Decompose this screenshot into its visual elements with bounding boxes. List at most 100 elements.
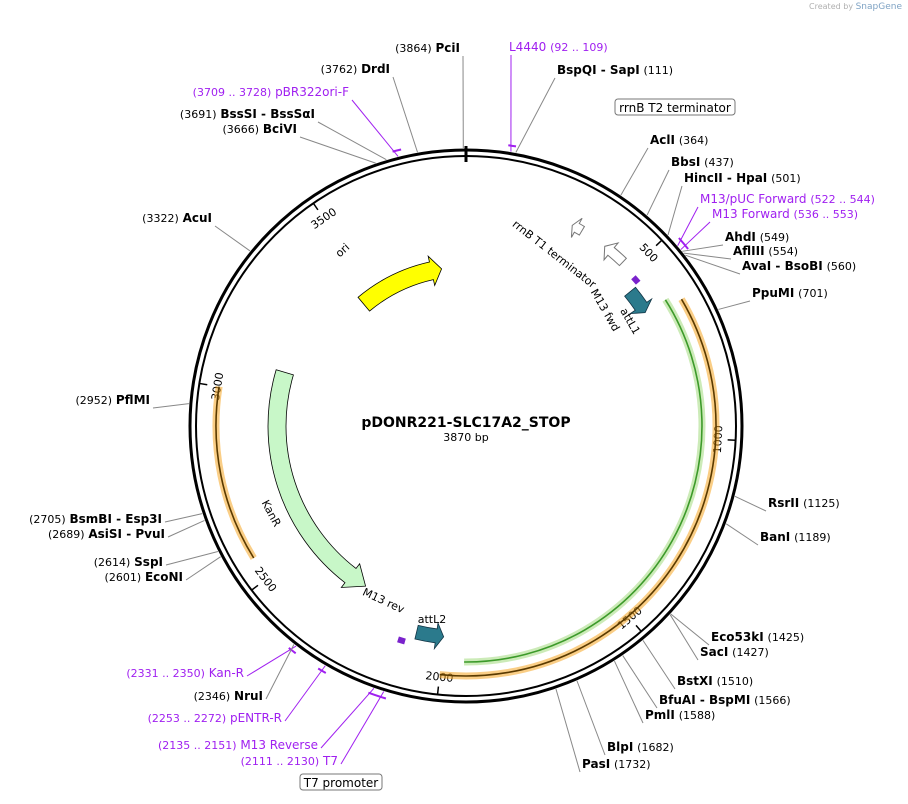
site-position: (2135 .. 2151) — [158, 739, 237, 752]
site-name: PmlI — [645, 708, 675, 722]
site-label: L4440 (92 .. 109) — [509, 40, 608, 54]
site-label: PmlI (1588) — [645, 708, 715, 722]
site-name: BbsI — [671, 155, 700, 169]
site-name: AvaI - BsoBI — [742, 259, 823, 273]
site-name: BfuAI - BspMI — [659, 693, 750, 707]
site-name: AclI — [650, 133, 675, 147]
label-leader-line — [246, 645, 297, 677]
primer-binding-mark — [508, 144, 517, 148]
site-label: (2614) SspI — [94, 555, 163, 569]
plasmid-backbone — [188, 146, 744, 704]
label-leader-line — [677, 206, 699, 246]
snapgene-brand: Created by SnapGene — [809, 2, 902, 12]
feature-label: KanR — [259, 498, 284, 529]
label-leader-line — [164, 513, 203, 523]
tick-label: 3500 — [309, 205, 339, 232]
rrnb-t1-terminator-shape — [603, 242, 628, 267]
site-position: (1588) — [679, 709, 716, 722]
label-leader-line — [622, 655, 658, 709]
site-name: BssSI - BssSαI — [220, 107, 315, 121]
label-leader-line — [680, 221, 711, 250]
site-position: (2705) — [29, 513, 66, 526]
site-name: BstXI — [677, 674, 713, 688]
label-leader-line — [685, 254, 741, 275]
site-position: (501) — [771, 172, 801, 185]
site-label: (2253 .. 2272) pENTR-R — [148, 711, 282, 725]
site-label: (2331 .. 2350) Kan-R — [126, 666, 244, 680]
site-position: (2614) — [94, 556, 131, 569]
site-label: SacI (1427) — [700, 645, 769, 659]
site-position: (3864) — [395, 42, 432, 55]
site-label: (3864) PciI — [395, 41, 460, 55]
feature-label: rrnB T1 terminator — [510, 218, 599, 292]
site-label: BlpI (1682) — [607, 740, 674, 754]
site-name: PasI — [582, 757, 610, 771]
site-label: AclI (364) — [650, 133, 708, 147]
orf-line-outer — [439, 298, 717, 677]
label-leader-line — [351, 99, 399, 157]
site-label: BstXI (1510) — [677, 674, 753, 688]
site-labels: (3864) PciI (3762) DrdI (3709 .. 3728) pBR… — [29, 40, 875, 771]
orf-highlight-left — [212, 386, 257, 560]
site-label: AvaI - BsoBI (560) — [742, 259, 856, 273]
site-label: BbsI (437) — [671, 155, 734, 169]
site-position: (3762) — [321, 63, 358, 76]
site-position: (3322) — [142, 212, 179, 225]
label-leader-line — [165, 551, 219, 566]
label-leader-line — [576, 680, 606, 756]
feature-label: attL2 — [418, 613, 447, 626]
site-position: (2601) — [105, 571, 142, 584]
site-name: T7 — [322, 754, 338, 768]
site-label: Eco53kI (1425) — [711, 630, 804, 644]
site-name: AhdI — [725, 230, 756, 244]
label-leaders — [152, 54, 767, 773]
site-name: M13 Forward — [712, 207, 790, 221]
site-label: (3709 .. 3728) pBR322ori-F — [193, 85, 349, 99]
site-position: (2253 .. 2272) — [148, 712, 227, 725]
kanr-feature-arc — [267, 369, 367, 588]
site-position: (549) — [760, 231, 790, 244]
label-leader-line — [642, 640, 676, 690]
site-position: (2111 .. 2130) — [241, 755, 320, 768]
site-name: SacI — [700, 645, 728, 659]
site-position: (1732) — [614, 758, 651, 771]
ori-feature-arc — [357, 254, 443, 312]
site-label: (2952) PflMI — [75, 393, 150, 407]
site-label: (3691) BssSI - BssSαI — [180, 107, 315, 121]
m13-rev-site — [397, 636, 406, 645]
label-leader-line — [670, 613, 710, 646]
site-name: BanI — [760, 530, 790, 544]
site-name: M13/pUC Forward — [700, 192, 807, 206]
label-leader-line — [734, 495, 767, 512]
label-leader-line — [320, 687, 375, 749]
site-name: PciI — [436, 41, 461, 55]
tick-mark — [312, 202, 319, 211]
site-name: NruI — [234, 689, 263, 703]
site-name: HincII - HpaI — [684, 171, 767, 185]
tick-mark — [436, 686, 440, 695]
site-name: Eco53kI — [711, 630, 764, 644]
label-leader-line — [317, 121, 387, 161]
site-position: (3709 .. 3728) — [193, 86, 272, 99]
orf-line-inner — [464, 299, 703, 663]
t7-promoter-label: T7 promoter — [299, 773, 383, 791]
site-position: (364) — [679, 134, 709, 147]
site-label: BspQI - SapI (111) — [557, 63, 673, 77]
site-label: (2346) NruI — [194, 689, 263, 703]
label-leader-line — [299, 136, 376, 164]
label-leader-line — [620, 147, 649, 196]
plasmid-length: 3870 bp — [443, 431, 488, 444]
site-name: DrdI — [361, 62, 390, 76]
site-position: (701) — [798, 287, 828, 300]
site-label: (3762) DrdI — [321, 62, 390, 76]
primer-binding-mark — [288, 647, 297, 655]
rrnb-t2-label: rrnB T2 terminator — [614, 98, 736, 116]
site-label: PasI (1732) — [582, 757, 651, 771]
feature-label: ori — [333, 241, 352, 260]
label-leader-line — [284, 665, 326, 722]
site-name: BlpI — [607, 740, 633, 754]
site-label: (2135 .. 2151) M13 Reverse — [158, 738, 318, 752]
site-position: (1125) — [803, 497, 840, 510]
